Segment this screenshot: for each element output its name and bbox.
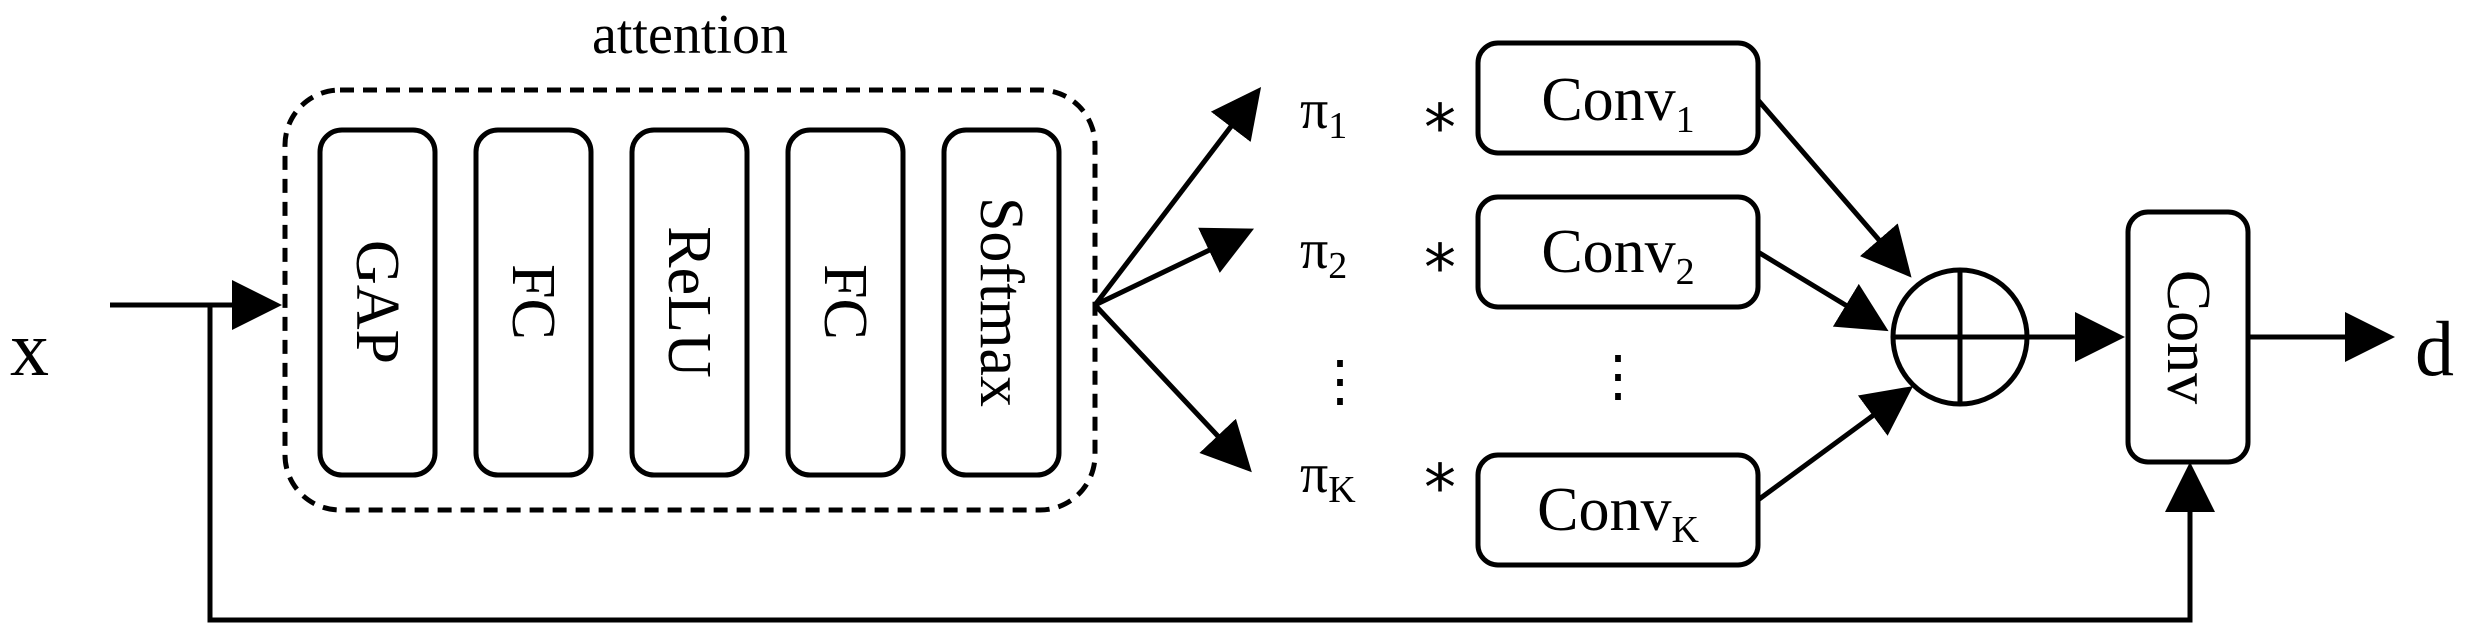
conv-2-box: Conv2	[1475, 194, 1761, 310]
pi-k-label: πK	[1300, 443, 1356, 511]
multiply-k: *	[1424, 452, 1456, 526]
multiply-2: *	[1424, 232, 1456, 306]
attention-block-label: FC	[499, 264, 567, 340]
conv-1-label: Conv1	[1541, 66, 1694, 141]
attention-to-pi2-arrow	[1093, 227, 1255, 308]
attention-container	[282, 87, 1098, 513]
attention-to-pi1-arrow	[1093, 87, 1262, 307]
attention-title: attention	[592, 4, 788, 66]
pi-2-label: π2	[1300, 219, 1347, 287]
conv-1-to-sum-arrow	[1756, 98, 1912, 278]
pi-ellipsis: ⋮	[1312, 351, 1368, 413]
final-conv-label: Conv	[2154, 270, 2222, 404]
conv-k-box: ConvK	[1475, 452, 1761, 568]
conv-2-to-sum-arrow	[1756, 249, 1889, 332]
conv-1-box: Conv1	[1475, 40, 1761, 156]
input-label: x	[10, 305, 49, 392]
attention-block-label: Softmax	[967, 197, 1035, 407]
output-label: d	[2415, 305, 2454, 392]
attention-to-piK-arrow	[1093, 303, 1252, 473]
attention-block-fc-1: FC	[473, 127, 594, 478]
conv-k-to-sum-arrow	[1756, 386, 1914, 503]
conv-2-label: Conv2	[1541, 218, 1694, 293]
multiply-1: *	[1424, 92, 1456, 166]
conv-k-label: ConvK	[1537, 476, 1699, 551]
pi-1-label: π1	[1300, 79, 1347, 147]
sum-operator-icon	[1890, 267, 2030, 407]
attention-block-label: FC	[811, 264, 879, 340]
skip-connection	[207, 305, 2215, 623]
attention-block-gap: GAP	[317, 127, 438, 478]
attention-block-softmax: Softmax	[941, 127, 1062, 478]
attention-block-relu: ReLU	[629, 127, 750, 478]
attention-block-label: ReLU	[655, 226, 723, 378]
attention-block-label: GAP	[343, 240, 411, 364]
attention-block-fc-2: FC	[785, 127, 906, 478]
final-conv-box: Conv	[2125, 209, 2251, 465]
conv-ellipsis: ⋮	[1590, 346, 1646, 408]
